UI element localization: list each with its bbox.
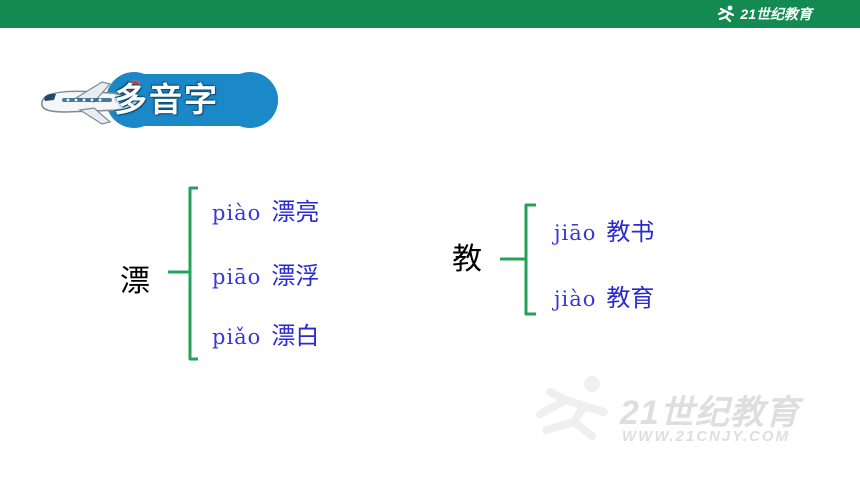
- reading-jiao-4: jiào 教育: [554, 278, 654, 313]
- pinyin: piào: [212, 201, 262, 225]
- pinyin: jiāo: [554, 221, 597, 245]
- watermark-runner-icon: [536, 376, 608, 440]
- watermark-logo: 21世纪教育: [620, 394, 800, 432]
- brand-logo-text: 21世纪教育: [740, 6, 812, 22]
- bracket-piao: [168, 186, 198, 361]
- watermark-url: WWW.21CNJY.COM: [622, 428, 791, 445]
- main-character-piao: 漂: [120, 264, 150, 299]
- example-word: 教育: [606, 284, 655, 312]
- reading-piao-1: piāo 漂浮: [212, 256, 319, 291]
- reading-jiao-1: jiāo 教书: [554, 212, 654, 247]
- example-word: 漂白: [271, 322, 320, 350]
- badge-title: 多音字: [114, 80, 219, 119]
- reading-piao-3: piǎo 漂白: [212, 316, 319, 351]
- top-banner: 21世纪教育: [0, 0, 860, 28]
- pinyin: piāo: [212, 265, 262, 289]
- airplane-icon: [41, 79, 141, 125]
- example-word: 教书: [606, 218, 655, 246]
- main-character-jiao: 教: [452, 242, 482, 277]
- reading-piao-4: piào 漂亮: [212, 192, 319, 227]
- runner-icon: [718, 5, 735, 23]
- bracket-jiao: [500, 203, 536, 316]
- section-badge: 多音字: [36, 70, 278, 130]
- pinyin: piǎo: [212, 325, 262, 349]
- example-word: 漂亮: [271, 198, 320, 226]
- pinyin: jiào: [554, 287, 597, 311]
- brand-logo: 21世纪教育: [715, 4, 812, 24]
- example-word: 漂浮: [271, 262, 320, 290]
